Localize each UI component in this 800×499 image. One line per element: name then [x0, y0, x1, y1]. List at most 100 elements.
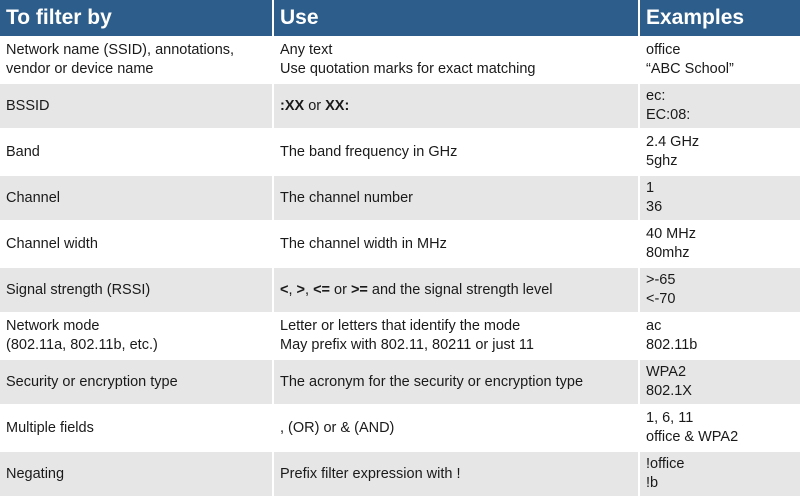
- cell-examples: 1, 6, 11 office & WPA2: [639, 405, 800, 452]
- filter-text: Band: [6, 143, 40, 160]
- use-text: :XX or XX:: [280, 97, 632, 116]
- cell-filter-by: Multiple fields: [0, 405, 274, 452]
- example-text: ac: [646, 318, 662, 334]
- example-text: 36: [646, 199, 663, 215]
- use-text: The channel number: [280, 189, 413, 206]
- operator-token: >=: [350, 281, 368, 298]
- cell-filter-by: Network name (SSID), annotations, vendor …: [0, 37, 274, 84]
- cell-filter-by: Security or encryption type: [0, 359, 274, 406]
- filter-text: Negating: [6, 465, 65, 482]
- cell-examples: WPA2 802.1X: [639, 359, 800, 406]
- example-text: “ABC School”: [646, 61, 734, 77]
- filter-text: Channel: [6, 189, 61, 206]
- cell-examples: 40 MHz 80mhz: [639, 221, 800, 268]
- cell-use: <, >, <= or >= and the signal strength l…: [273, 267, 640, 314]
- table-body: Network name (SSID), annotations, vendor …: [0, 37, 800, 498]
- table-row: Channel width The channel width in MHz 40 …: [0, 221, 800, 268]
- filter-text: Network mode: [6, 318, 100, 334]
- filter-text: BSSID: [6, 97, 50, 114]
- cell-examples: >-65 <-70: [639, 267, 800, 314]
- example-text: office & WPA2: [646, 429, 739, 445]
- example-text: 40 MHz: [646, 226, 696, 242]
- filter-text: Security or encryption type: [6, 373, 178, 390]
- use-text: <, >, <= or >= and the signal strength l…: [280, 281, 632, 300]
- table-row: BSSID :XX or XX: ec: EC:08:: [0, 83, 800, 130]
- cell-use: Letter or letters that identify the mode…: [273, 313, 640, 360]
- cell-examples: ec: EC:08:: [639, 83, 800, 130]
- filter-text: Multiple fields: [6, 419, 94, 436]
- example-text: EC:08:: [646, 107, 691, 123]
- cell-examples: office “ABC School”: [639, 37, 800, 84]
- table-row: Network name (SSID), annotations, vendor …: [0, 37, 800, 84]
- operator-token: XX:: [325, 97, 350, 114]
- filter-text: vendor or device name: [6, 61, 154, 77]
- cell-use: :XX or XX:: [273, 83, 640, 130]
- table-row: Band The band frequency in GHz 2.4 GHz 5ghz: [0, 129, 800, 176]
- operator-token: <=: [313, 281, 330, 298]
- table-row: Multiple fields , (OR) or & (AND) 1, 6, 11…: [0, 405, 800, 452]
- example-text: 1, 6, 11: [646, 410, 694, 426]
- filter-text: Signal strength (RSSI): [6, 281, 151, 298]
- filter-text: Channel width: [6, 235, 98, 252]
- example-text: office: [646, 42, 681, 58]
- cell-filter-by: Signal strength (RSSI): [0, 267, 274, 314]
- example-text: 2.4 GHz: [646, 134, 700, 150]
- operator-token: >: [296, 281, 305, 298]
- use-text: Use quotation marks for exact matching: [280, 61, 536, 77]
- filter-text: (802.11a, 802.11b, etc.): [6, 337, 158, 353]
- table-row: Security or encryption type The acronym f…: [0, 359, 800, 406]
- cell-use: The channel number: [273, 175, 640, 222]
- cell-filter-by: Band: [0, 129, 274, 176]
- use-text: The band frequency in GHz: [280, 143, 458, 160]
- cell-filter-by: Network mode (802.11a, 802.11b, etc.): [0, 313, 274, 360]
- header-filter-by: To filter by: [0, 0, 274, 38]
- use-text: , (OR) or & (AND): [280, 419, 395, 436]
- table-header-row: To filter by Use Examples: [0, 0, 800, 38]
- example-text: ec:: [646, 88, 666, 104]
- use-connector-text: ,: [288, 281, 297, 298]
- table-row: Network mode (802.11a, 802.11b, etc.) Lett…: [0, 313, 800, 360]
- cell-use: The band frequency in GHz: [273, 129, 640, 176]
- use-text: Letter or letters that identify the mode: [280, 318, 521, 334]
- use-text: The channel width in MHz: [280, 235, 447, 252]
- cell-filter-by: BSSID: [0, 83, 274, 130]
- example-text: 80mhz: [646, 245, 690, 261]
- cell-filter-by: Channel: [0, 175, 274, 222]
- example-text: !office: [646, 456, 685, 472]
- header-use: Use: [273, 0, 640, 38]
- operator-token: <: [280, 281, 289, 298]
- table-row: Signal strength (RSSI) <, >, <= or >= and…: [0, 267, 800, 314]
- cell-use: , (OR) or & (AND): [273, 405, 640, 452]
- example-text: 5ghz: [646, 153, 678, 169]
- table-row: Negating Prefix filter expression with !!…: [0, 451, 800, 498]
- cell-use: The acronym for the security or encrypti…: [273, 359, 640, 406]
- cell-examples: ac 802.11b: [639, 313, 800, 360]
- use-connector-text: or: [304, 97, 326, 114]
- use-connector-text: or: [330, 281, 351, 298]
- use-text: Prefix filter expression with !: [280, 465, 461, 482]
- example-text: !b: [646, 475, 659, 491]
- use-connector-text: and the signal strength level: [367, 281, 553, 298]
- example-text: 802.1X: [646, 383, 692, 399]
- operator-token: :XX: [280, 97, 305, 114]
- use-connector-text: ,: [305, 281, 314, 298]
- example-text: 802.11b: [646, 337, 698, 353]
- cell-filter-by: Channel width: [0, 221, 274, 268]
- cell-examples: 2.4 GHz 5ghz: [639, 129, 800, 176]
- header-examples: Examples: [639, 0, 800, 38]
- cell-examples: !office !b: [639, 451, 800, 498]
- filter-text: Network name (SSID), annotations,: [6, 42, 235, 58]
- example-text: >-65: [646, 272, 676, 288]
- use-text: May prefix with 802.11, 80211 or just 11: [280, 337, 534, 353]
- cell-use: Prefix filter expression with !: [273, 451, 640, 498]
- cell-filter-by: Negating: [0, 451, 274, 498]
- cell-use: The channel width in MHz: [273, 221, 640, 268]
- example-text: 1: [646, 180, 655, 196]
- example-text: WPA2: [646, 364, 687, 380]
- use-text: The acronym for the security or encrypti…: [280, 373, 584, 390]
- example-text: <-70: [646, 291, 676, 307]
